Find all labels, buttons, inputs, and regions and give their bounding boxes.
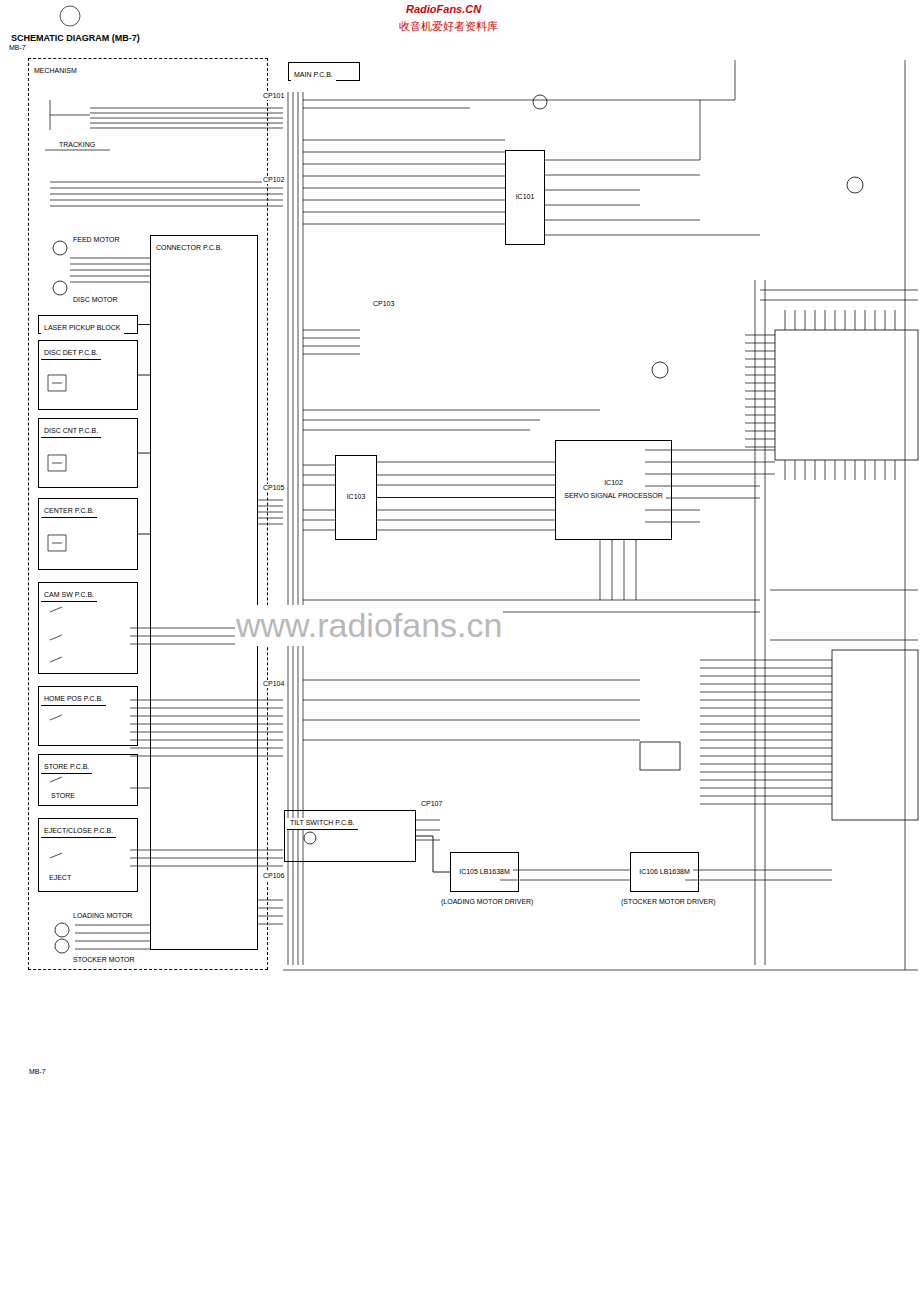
block-title: IC102: [601, 478, 626, 489]
signal-wire: [138, 453, 150, 454]
loading-motor-symbol: [55, 923, 69, 937]
part-label: MB-7: [28, 1068, 47, 1076]
part-label: CP101: [262, 92, 285, 100]
site-banner: 收音机爱好者资料库: [398, 20, 499, 33]
part-label: STORE: [50, 792, 76, 800]
pcb-block: TILT SWITCH P.C.B.: [284, 810, 416, 862]
pcb-block: DISC CNT P.C.B.: [38, 418, 138, 488]
block-subtitle: SERVO SIGNAL PROCESSOR: [561, 491, 665, 502]
feed-motor-symbol: [53, 241, 67, 255]
signal-wire: [416, 836, 450, 872]
pcb-block: CONNECTOR P.C.B.: [150, 235, 258, 950]
part-label: DISC MOTOR: [72, 296, 119, 304]
ic-block: IC105 LB1638M: [450, 852, 519, 892]
main-board-wires: [283, 60, 918, 970]
ic-block: IC101: [505, 150, 545, 245]
signal-wire: [138, 324, 150, 325]
block-title: STORE P.C.B.: [41, 762, 92, 774]
part-label: CP106: [262, 872, 285, 880]
part-label: (STOCKER MOTOR DRIVER): [620, 898, 717, 906]
signal-wire: [377, 497, 555, 498]
mechanism-group: MECHANISM CONNECTOR P.C.B. LASER PICKUP BL…: [28, 58, 268, 970]
site-banner: RadioFans.CN: [405, 3, 482, 16]
signal-wire: [138, 534, 150, 535]
resistor-array: [640, 742, 680, 770]
part-label: EJECT: [48, 874, 72, 882]
stocker-motor-symbol: [55, 939, 69, 953]
part-label: CP102: [262, 176, 285, 184]
part-label: STOCKER MOTOR: [72, 956, 136, 964]
mechanism-wires: [45, 100, 283, 949]
part-label: CP103: [372, 300, 395, 308]
watermark: www.radiofans.cn: [235, 605, 503, 646]
tilt-sensor-symbol: [304, 832, 316, 844]
block-title: IC101: [513, 192, 538, 203]
part-label: CP105: [262, 484, 285, 492]
part-label: LOADING MOTOR: [72, 912, 133, 920]
pcb-block: CAM SW P.C.B.: [38, 582, 138, 674]
ic-block: IC102SERVO SIGNAL PROCESSOR: [555, 440, 672, 540]
block-title: DISC CNT P.C.B.: [41, 426, 101, 438]
part-label: FEED MOTOR: [72, 236, 121, 244]
pcb-block: CENTER P.C.B.: [38, 498, 138, 570]
pcb-block: HOME POS P.C.B.: [38, 686, 138, 746]
ic-block: IC103: [335, 455, 377, 540]
disc-motor-symbol: [53, 281, 67, 295]
block-title: CONNECTOR P.C.B.: [153, 243, 225, 254]
part-label: (LOADING MOTOR DRIVER): [440, 898, 534, 906]
part-label: TRACKING: [58, 141, 96, 149]
transistor-symbol: [652, 362, 668, 378]
block-title: HOME POS P.C.B.: [41, 694, 106, 706]
block-title: EJECT/CLOSE P.C.B.: [41, 826, 116, 838]
block-title: IC103: [344, 492, 369, 503]
ic-block: IC106 LB1638M: [630, 852, 699, 892]
pcb-block: MAIN P.C.B.: [288, 62, 360, 81]
inspection-stamp: [60, 6, 80, 26]
block-title: TILT SWITCH P.C.B.: [287, 818, 358, 830]
signal-wire: [138, 375, 150, 376]
part-label: CP107: [420, 800, 443, 808]
transistor-symbol: [847, 177, 863, 193]
interface-ic: [832, 650, 918, 820]
main-controller-ic: [775, 330, 918, 460]
part-label: MB-7: [8, 44, 27, 52]
block-title: DISC DET P.C.B.: [41, 348, 101, 360]
block-title: MAIN P.C.B.: [291, 70, 336, 81]
block-title: CAM SW P.C.B.: [41, 590, 97, 602]
part-label: CP104: [262, 680, 285, 688]
block-title: IC106 LB1638M: [636, 867, 693, 878]
block-title: CENTER P.C.B.: [41, 506, 97, 518]
pcb-block: DISC DET P.C.B.: [38, 340, 138, 410]
transistor-symbol: [533, 95, 547, 109]
pcb-block: LASER PICKUP BLOCK: [38, 315, 138, 334]
block-title: MECHANISM: [31, 66, 80, 77]
block-title: IC105 LB1638M: [456, 867, 513, 878]
diagram-title: SCHEMATIC DIAGRAM (MB-7): [10, 33, 141, 44]
block-title: LASER PICKUP BLOCK: [41, 323, 124, 334]
